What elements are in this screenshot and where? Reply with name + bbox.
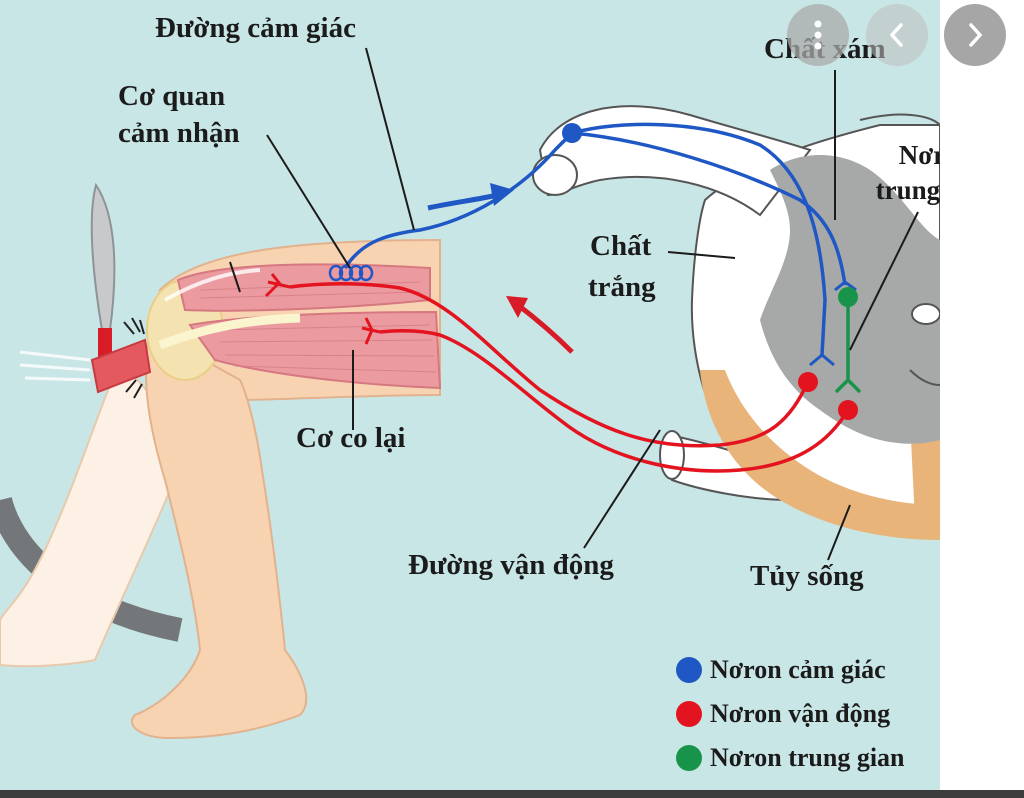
receptor-label-line2: cảm nhận [118, 117, 240, 149]
impact-marks [123, 317, 145, 399]
central-canal [911, 303, 941, 325]
interneuron-body [838, 287, 858, 307]
interneuron-dot-icon [676, 745, 702, 771]
chevron-left-icon [889, 23, 903, 47]
spinal-cord-label: Tủy sống [750, 560, 864, 592]
legend-label: Nơron trung gian [710, 743, 905, 772]
lower-leg [131, 328, 308, 740]
motor-neuron-body-2 [838, 400, 858, 420]
hammer-motion-lines [19, 350, 91, 382]
motor-neuron-body-1 [798, 372, 818, 392]
sensory-direction-arrow [427, 192, 499, 211]
motor-path-label: Đường vận động [408, 549, 614, 581]
tendon [158, 313, 301, 350]
interneuron-axon [834, 300, 862, 394]
back-leg [0, 358, 192, 668]
legend: Nơron cảm giác Nơron vận động Nơron trun… [676, 648, 905, 780]
leader-lines [229, 47, 919, 561]
more-vertical-icon [814, 20, 822, 50]
sensory-neuron-axon [343, 122, 827, 356]
more-options-button[interactable] [787, 4, 849, 66]
muscle-contract-label: Cơ co lại [296, 422, 406, 454]
legend-item-sensory: Nơron cảm giác [676, 648, 905, 692]
next-image-button[interactable] [944, 4, 1006, 66]
reflex-hammer-head [90, 338, 152, 394]
motor-neuron-axon-1 [289, 282, 810, 448]
motor-direction-arrow [516, 303, 574, 354]
legend-item-motor: Nơron vận động [676, 692, 905, 736]
sensory-dot-icon [676, 657, 702, 683]
legend-label: Nơron vận động [710, 699, 891, 728]
receptor-coil [328, 264, 374, 282]
sensory-neuron-branch [571, 131, 847, 286]
legend-label: Nơron cảm giác [710, 655, 886, 684]
muscle-fibers [199, 281, 437, 373]
white-matter-label-line1: Chất [590, 230, 652, 262]
spinal-cord-sheath [700, 370, 940, 540]
legend-item-interneuron: Nơron trung gian [676, 736, 905, 780]
motor-end-plates [264, 273, 381, 345]
motor-neuron-axon-2 [379, 329, 850, 473]
dorsal-root [538, 105, 812, 217]
chevron-right-icon [969, 23, 983, 47]
sensory-neuron-body [562, 123, 582, 143]
sensory-path-label: Đường cảm giác [155, 12, 356, 44]
receptor-label-line1: Cơ quan [118, 80, 226, 112]
motor-dot-icon [676, 701, 702, 727]
viewer-side-strip [940, 0, 1024, 798]
previous-image-button[interactable] [866, 4, 928, 66]
bottom-border [0, 790, 1024, 798]
white-matter-label-line2: trắng [588, 271, 656, 303]
